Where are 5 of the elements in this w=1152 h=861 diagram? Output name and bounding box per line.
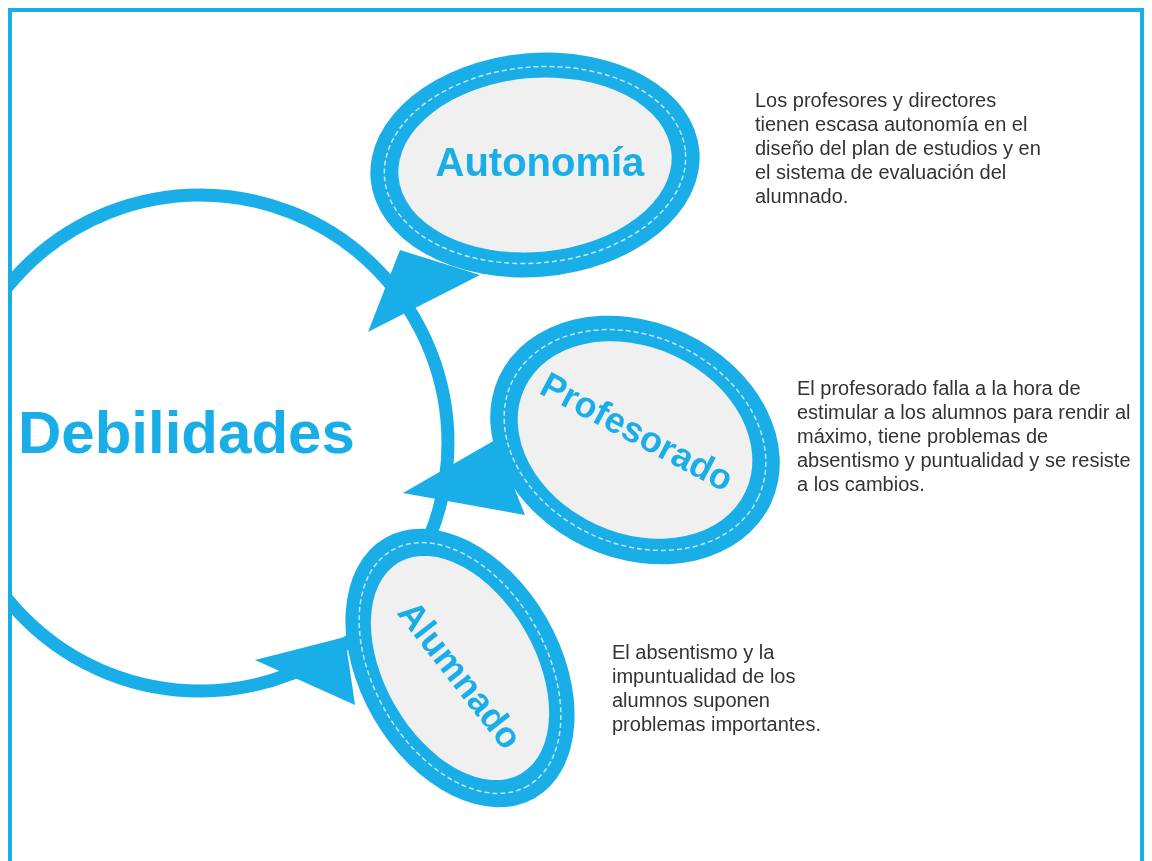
description-text: El absentismo y la impuntualidad de los alumnos suponen problemas importantes. (612, 640, 822, 736)
description-text: Los profesores y directores tienen escasa autonomía en el diseño del plan de estudios y en el sistema de evaluación del alumnado. (755, 88, 1042, 208)
heading-text: Autonomía (435, 142, 645, 182)
description-text: El profesorado falla a la hora de estimular a los alumnos para rendir al máximo, tiene problemas de absentismo y puntualidad y se resiste a los cambios. (797, 376, 1132, 496)
heading-text: Debilidades (18, 403, 355, 463)
